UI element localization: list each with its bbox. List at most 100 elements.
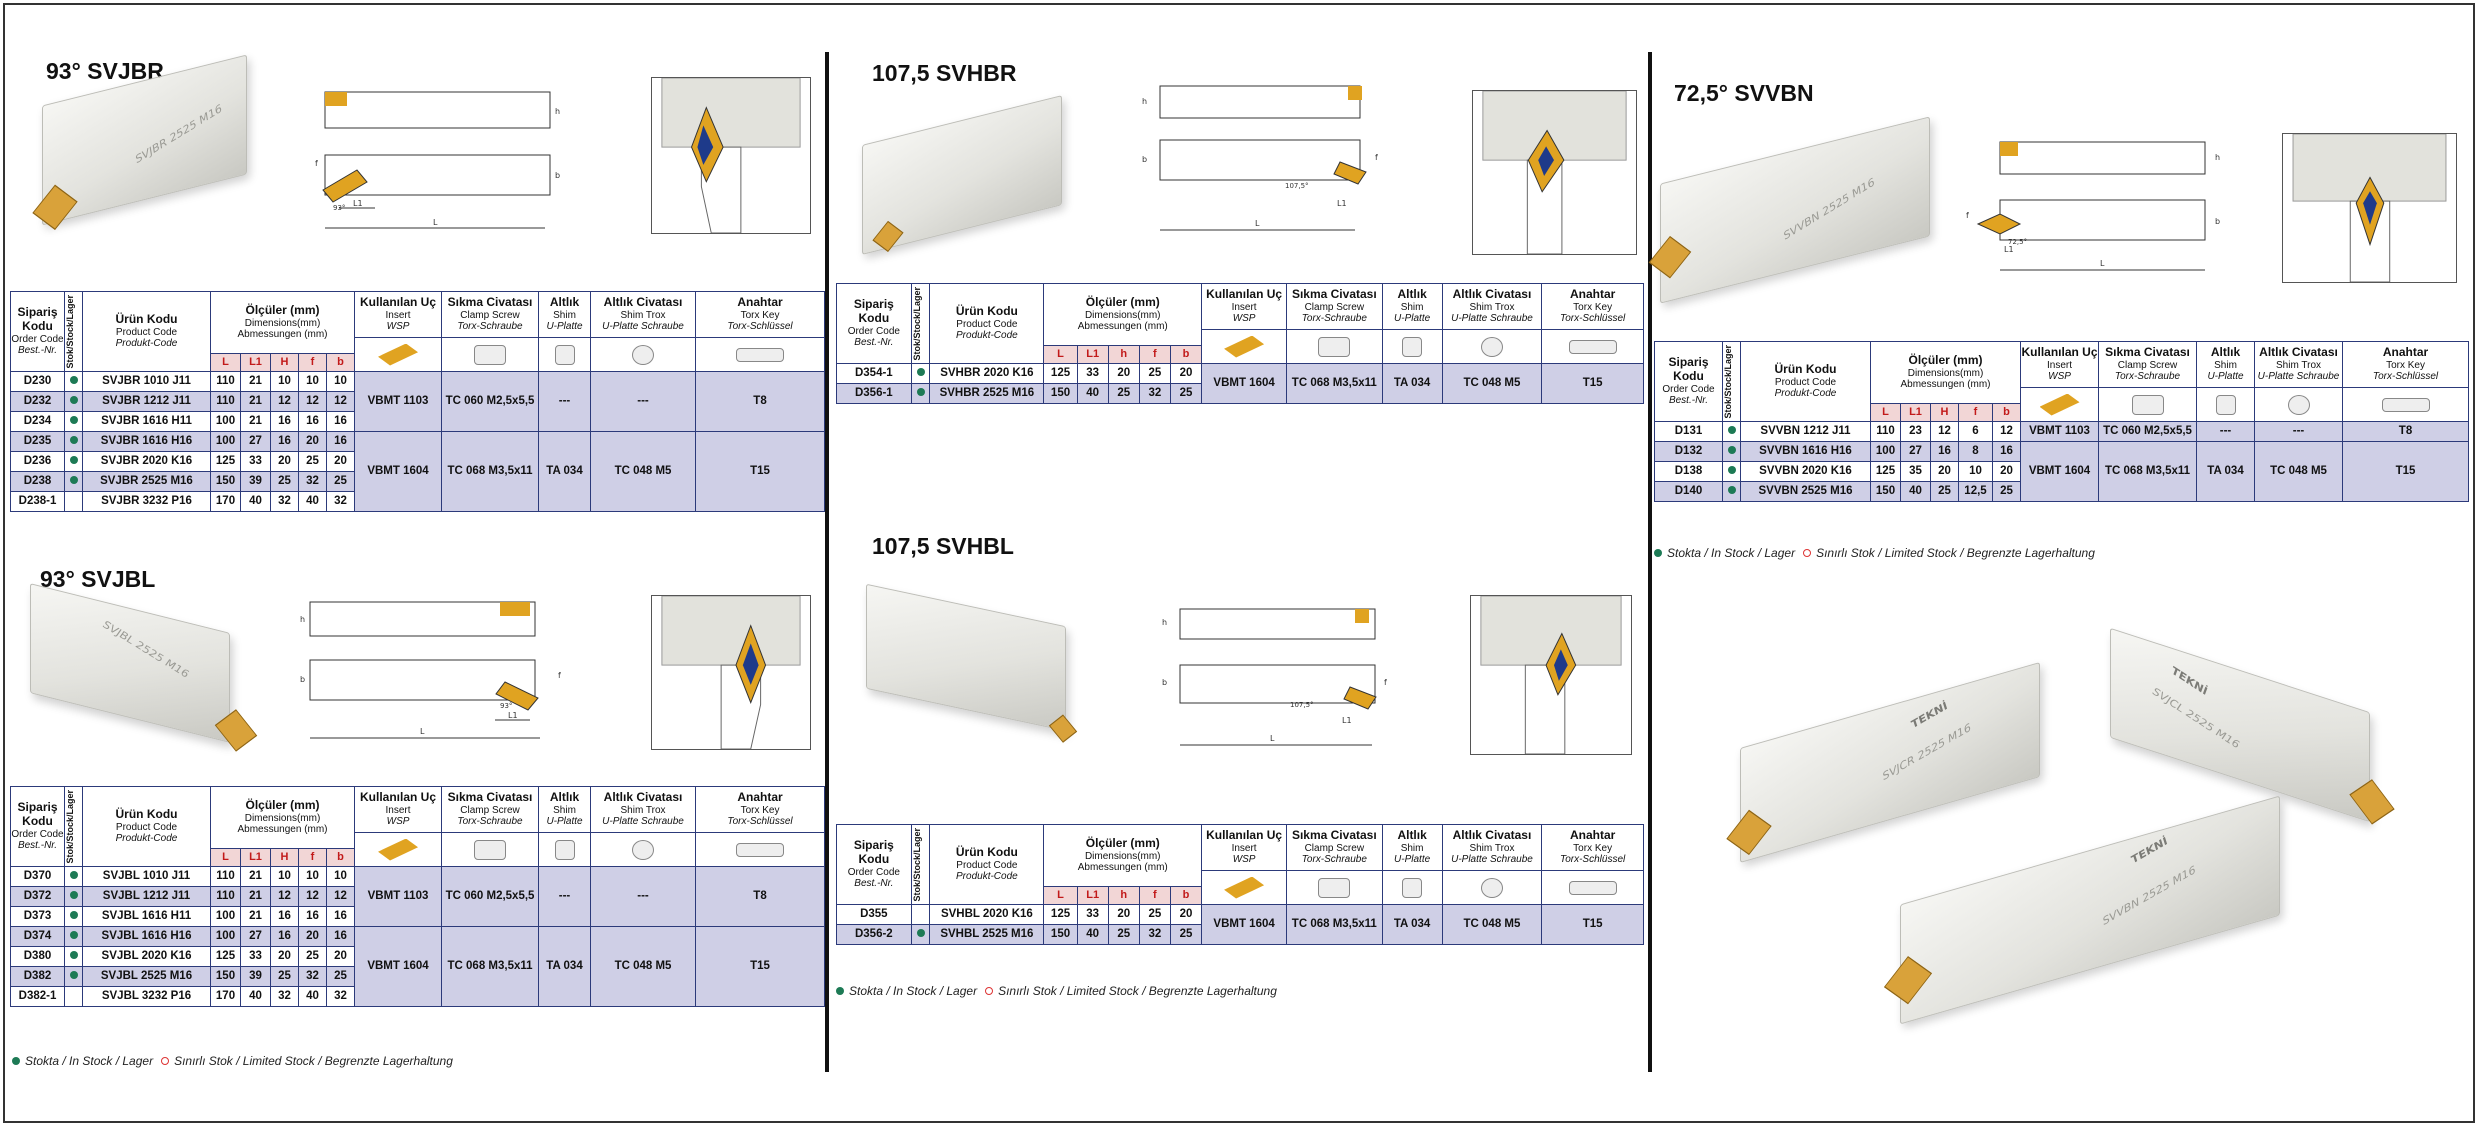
stock-dot [916, 928, 925, 937]
brand-logo: TEKNİ [2169, 664, 2209, 698]
stock-dot [1727, 425, 1736, 434]
dim-L1: L1 [1076, 886, 1109, 905]
header-stock: Stok/Stock/Lager [64, 786, 83, 867]
svg-text:f: f [558, 671, 561, 680]
angle-label: 72,5° [2008, 238, 2027, 246]
shim-screw-icon [2254, 387, 2344, 422]
shim-icon [1381, 329, 1443, 364]
torx-key-icon [695, 337, 826, 372]
stock-dot [69, 930, 78, 939]
svg-text:h: h [1162, 618, 1167, 627]
dim-b: b [325, 353, 356, 372]
svg-text:L: L [1270, 734, 1275, 743]
svg-text:L: L [1255, 219, 1260, 228]
svg-text:L: L [420, 727, 425, 736]
shim-icon [538, 337, 592, 372]
clamp-screw-icon [441, 337, 540, 372]
tool-label: SVJCL 2525 M16 [2151, 684, 2241, 752]
dim-H: H [270, 353, 299, 372]
dim-L: L [1870, 403, 1901, 422]
svg-text:b: b [2215, 217, 2220, 226]
stock-dot [69, 375, 78, 384]
clamp-screw-icon [1286, 870, 1383, 905]
page-frame [3, 3, 2475, 1123]
svg-text:b: b [1162, 678, 1167, 687]
stock-dot [69, 435, 78, 444]
svg-text:f: f [1966, 211, 1969, 220]
stock-dot [69, 415, 78, 424]
tool-label: SVVBN 2525 M16 [2101, 863, 2198, 928]
svg-text:93°: 93° [333, 204, 345, 212]
svg-text:b: b [300, 675, 305, 684]
svg-text:b: b [1142, 155, 1147, 164]
dim-L1: L1 [1900, 403, 1931, 422]
torx-key-icon [1541, 870, 1644, 905]
stock-dot [69, 475, 78, 484]
divider-right [1648, 52, 1652, 1072]
cutting-view-svjbr [651, 77, 811, 234]
dim-h: h [1107, 345, 1140, 364]
shim-icon [538, 832, 592, 867]
svg-text:L1: L1 [508, 711, 518, 720]
stock-dot [69, 970, 78, 979]
svg-text:f: f [1375, 153, 1378, 162]
dim-f: f [1138, 345, 1171, 364]
stock-dot [1727, 465, 1736, 474]
dim-L1: L1 [1076, 345, 1109, 364]
dim-L: L [1043, 345, 1078, 364]
angle-label: 107,5° [1290, 701, 1314, 709]
section-title-svhbl: 107,5 SVHBL [872, 533, 1014, 559]
tool-label: SVVBN 2525 M16 [1781, 175, 1877, 243]
stock-dot [69, 395, 78, 404]
insert-icon [354, 337, 443, 372]
header-dimensions: Ölçüler (mm)Dimensions(mm)Abmessungen (m… [1043, 283, 1203, 346]
tool-label: SVJBL 2525 M16 [101, 618, 191, 681]
shim-screw-icon [590, 337, 697, 372]
header-stock: Stok/Stock/Lager [64, 291, 83, 372]
shim-icon [2196, 387, 2256, 422]
cutting-view-svvbn [2282, 133, 2457, 283]
divider-left [825, 52, 829, 1072]
clamp-screw-icon [1286, 329, 1383, 364]
clamp-screw-icon [441, 832, 540, 867]
brand-logo: TEKNİ [1909, 699, 1949, 732]
header-dimensions: Ölçüler (mm)Dimensions(mm)Abmessungen (m… [209, 291, 356, 354]
dimension-diagram-svjbl: L L1 h b f 93° [300, 600, 570, 745]
tool-label: SVJCR 2525 M16 [1880, 720, 1973, 783]
svg-text:b: b [555, 171, 560, 180]
dim-H: H [1930, 403, 1959, 422]
stock-dot [69, 890, 78, 899]
dim-f: f [1958, 403, 1993, 422]
